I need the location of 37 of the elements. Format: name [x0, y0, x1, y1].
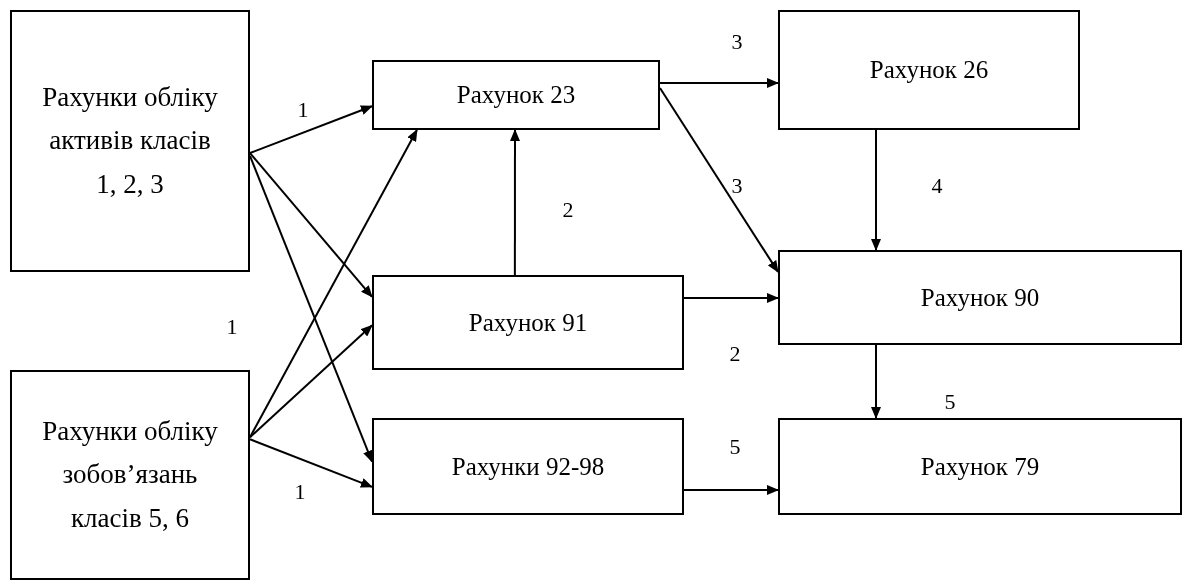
account-label: Рахунок 26 [869, 55, 989, 85]
account-label: Рахунки обліку активів класів 1, 2, 3 [42, 81, 218, 201]
account-box [778, 250, 1182, 345]
arrow [871, 129, 881, 251]
arrow [871, 344, 881, 419]
flow-number: 1 [297, 99, 309, 121]
account-label: Рахунок 79 [920, 451, 1040, 482]
flow-number: 4 [931, 175, 943, 197]
account-label: Рахунок 23 [456, 80, 576, 110]
account-box [10, 10, 250, 272]
flow-number: 3 [731, 175, 743, 197]
flow-number: 1 [294, 481, 306, 503]
flow-number: 5 [944, 391, 956, 413]
arrow [510, 129, 520, 276]
arrow [249, 105, 373, 155]
arrow [249, 324, 373, 439]
account-label: Рахунки обліку зобов’язань класів 5, 6 [42, 415, 218, 535]
account-box [372, 275, 684, 370]
account-label: Рахунки 92-98 [451, 451, 605, 482]
arrow [249, 438, 373, 488]
flow-number: 3 [731, 31, 743, 53]
arrow [683, 293, 779, 303]
arrow [659, 87, 779, 273]
account-box [778, 10, 1080, 130]
account-box [778, 418, 1182, 515]
account-label: Рахунок 91 [468, 307, 588, 338]
flow-number: 2 [562, 199, 574, 221]
flow-number: 5 [729, 436, 741, 458]
flow-number: 1 [226, 316, 238, 338]
account-box [10, 370, 250, 580]
account-box [372, 60, 660, 130]
account-label: Рахунок 90 [920, 282, 1040, 313]
flow-number: 2 [729, 343, 741, 365]
account-box [372, 418, 684, 515]
arrow [249, 152, 373, 298]
arrow [659, 77, 779, 88]
arrow [683, 484, 779, 495]
